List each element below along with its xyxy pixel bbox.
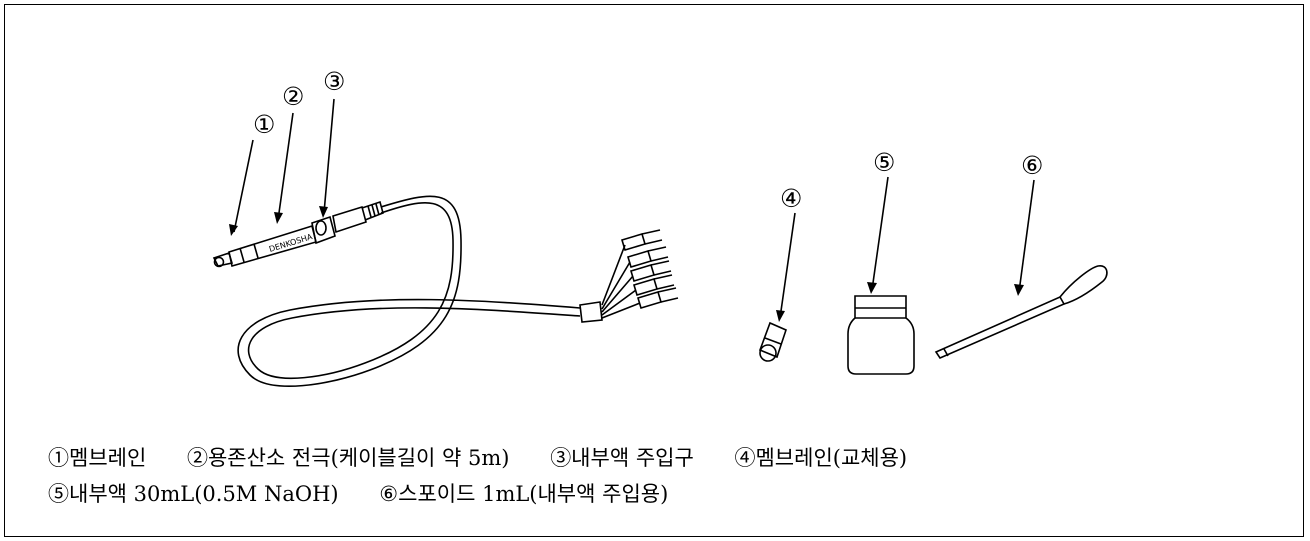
figure-frame — [4, 4, 1304, 537]
callout-3: ③ — [323, 67, 345, 96]
callout-4: ④ — [780, 184, 802, 213]
leader-arrows — [229, 98, 1035, 322]
parts-caption: ①멤브레인 ②용존산소 전극(케이블길이 약 5m) ③내부액 주입구 ④멤브레… — [48, 440, 941, 512]
callout-2: ② — [282, 82, 304, 111]
caption-line-1: ①멤브레인 ②용존산소 전극(케이블길이 약 5m) ③내부액 주입구 ④멤브레… — [48, 440, 941, 476]
caption-item-membrane: ①멤브레인 — [48, 446, 147, 470]
caption-item-electrode: ②용존산소 전극(케이블길이 약 5m) — [186, 446, 510, 470]
electrode-cable — [237, 195, 581, 387]
cable-terminals — [579, 229, 679, 323]
replacement-membrane — [758, 321, 787, 362]
internal-solution-bottle — [847, 295, 915, 375]
caption-item-internal-solution: ⑤내부액 30mL(0.5M NaOH) — [48, 482, 339, 506]
do-electrode-probe: DENKOSHA — [212, 200, 384, 268]
caption-item-dropper: ⑥스포이드 1mL(내부액 주입용) — [379, 482, 669, 506]
probe-brand-label: DENKOSHA — [268, 232, 314, 254]
callout-5: ⑤ — [873, 148, 895, 177]
callout-6: ⑥ — [1021, 151, 1043, 180]
callout-1: ① — [253, 110, 275, 139]
caption-item-fill-port: ③내부액 주입구 — [550, 446, 694, 470]
caption-line-2: ⑤내부액 30mL(0.5M NaOH) ⑥스포이드 1mL(내부액 주입용) — [48, 476, 941, 512]
caption-item-replacement-membrane: ④멤브레인(교체용) — [734, 446, 908, 470]
dropper — [934, 265, 1108, 360]
